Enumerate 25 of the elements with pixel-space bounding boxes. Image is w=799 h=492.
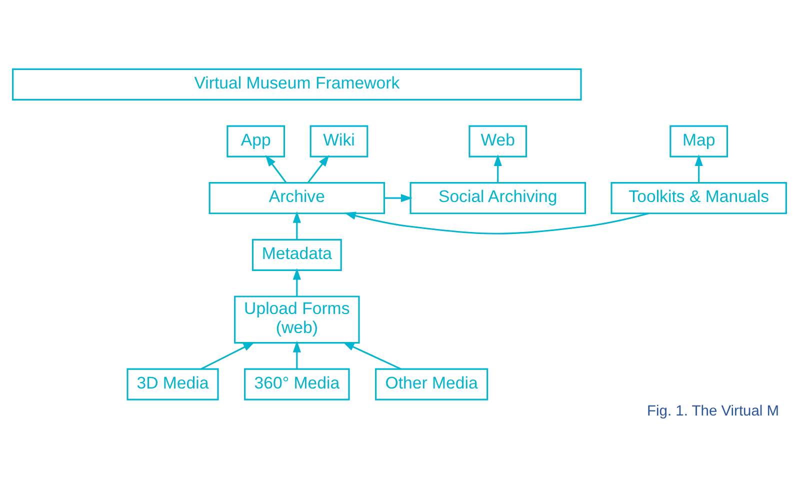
arrow <box>307 154 330 183</box>
node-box: Map <box>670 124 728 157</box>
node-box: Toolkits & Manuals <box>610 182 787 214</box>
arrow <box>292 340 301 369</box>
caption: Fig. 1. The Virtual M <box>647 403 780 420</box>
node-box: Upload Forms (web) <box>234 295 360 344</box>
node-box: App <box>226 124 286 157</box>
node-box: Social Archiving <box>410 182 586 214</box>
arrow <box>694 154 703 182</box>
arrow <box>494 154 502 182</box>
arrow <box>384 194 413 202</box>
arrow <box>292 268 301 296</box>
node-box: Web <box>468 124 528 157</box>
node-box: Wiki <box>310 124 368 157</box>
arrow <box>342 341 402 370</box>
node-box: Other Media <box>375 368 488 400</box>
arrow <box>344 211 649 234</box>
node-box: Archive <box>208 182 386 214</box>
arrow <box>200 341 255 370</box>
arrow <box>292 210 301 239</box>
node-box: 360° Media <box>244 368 350 400</box>
node-box: 3D Media <box>126 368 219 400</box>
arrow <box>265 154 287 183</box>
node-box: Metadata <box>252 238 342 270</box>
node-box: Virtual Museum Framework <box>12 68 582 100</box>
